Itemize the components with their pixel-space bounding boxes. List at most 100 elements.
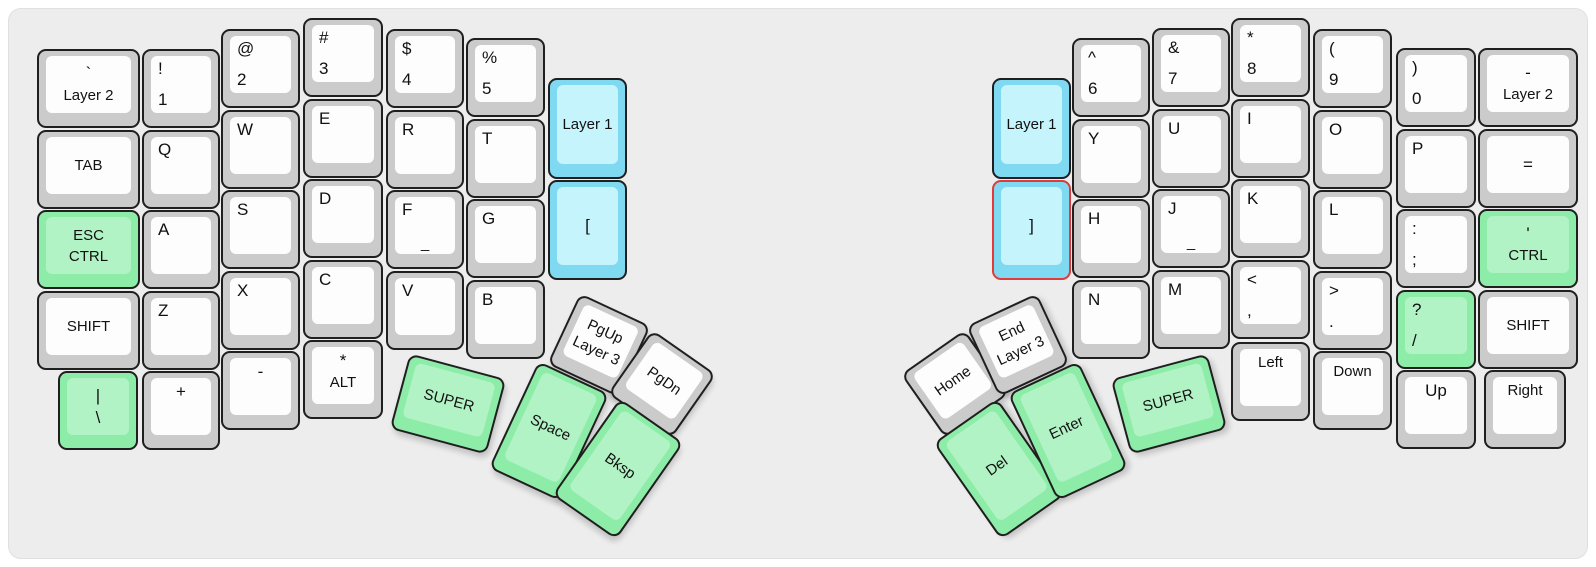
key-label: Bksp — [601, 449, 639, 483]
key-n[interactable]: N — [1072, 280, 1150, 359]
key-d[interactable]: D — [303, 179, 383, 258]
key-label: I — [1247, 109, 1252, 128]
key-1[interactable]: !1 — [142, 49, 220, 128]
key-r[interactable]: R — [386, 110, 464, 189]
keycap-top: J_ — [1161, 196, 1221, 253]
key-b[interactable]: B — [466, 280, 545, 359]
homing-bar: _ — [1186, 234, 1196, 251]
key-layer1-right[interactable]: Layer 1 — [992, 78, 1071, 179]
key-y[interactable]: Y — [1072, 119, 1150, 198]
key-h[interactable]: H — [1072, 199, 1150, 278]
key-0[interactable]: )0 — [1396, 48, 1476, 127]
keycap-top: `Layer 2 — [46, 56, 131, 113]
key-equals[interactable]: = — [1478, 129, 1578, 208]
keycap-top: ?/ — [1405, 297, 1467, 354]
key-rbracket[interactable]: ] — [992, 180, 1071, 280]
key-label: # — [319, 28, 329, 47]
key-x[interactable]: X — [221, 271, 300, 350]
key-label: : — [1412, 219, 1417, 238]
keycap-top: Layer 1 — [1001, 85, 1062, 164]
keycap-top: (9 — [1322, 36, 1383, 93]
key-layer2-left[interactable]: `Layer 2 — [37, 49, 140, 128]
key-label: N — [1088, 290, 1101, 309]
keycap-top: 'CTRL — [1487, 216, 1569, 273]
key-comma[interactable]: <, — [1231, 260, 1310, 339]
key-9[interactable]: (9 — [1313, 29, 1392, 108]
key-label: H — [1088, 209, 1101, 228]
key-label: Layer 1 — [1006, 116, 1057, 133]
key-shift-right[interactable]: SHIFT — [1478, 290, 1578, 369]
key-e[interactable]: E — [303, 99, 383, 178]
key-6[interactable]: ^6 — [1072, 38, 1150, 117]
key-label: PgDn — [644, 362, 685, 399]
key-a[interactable]: A — [142, 210, 220, 289]
key-o[interactable]: O — [1313, 110, 1392, 189]
key-arrow-down[interactable]: Down — [1313, 351, 1392, 430]
key-t[interactable]: T — [466, 119, 545, 198]
key-8[interactable]: *8 — [1231, 18, 1310, 97]
key-label: = — [1523, 154, 1533, 174]
key-label: ESC — [73, 226, 104, 244]
key-shift-left[interactable]: SHIFT — [37, 291, 140, 370]
keycap-top: K — [1240, 186, 1301, 243]
key-layer2-right[interactable]: -Layer 2 — [1478, 48, 1578, 127]
key-layer1-left[interactable]: Layer 1 — [548, 78, 627, 179]
key-arrow-right[interactable]: Right — [1484, 370, 1566, 449]
key-lbracket[interactable]: [ — [548, 180, 627, 280]
key-label: SUPER — [1140, 385, 1196, 416]
key-label: - — [257, 362, 264, 381]
keycap-top: ^6 — [1081, 45, 1141, 102]
key-7[interactable]: &7 — [1152, 28, 1230, 107]
key-label: O — [1329, 120, 1343, 139]
key-label: M — [1168, 280, 1183, 299]
key-m[interactable]: M — [1152, 270, 1230, 349]
key-label: ) — [1412, 58, 1418, 77]
key-label: [ — [585, 216, 590, 235]
key-4[interactable]: $4 — [386, 29, 464, 108]
key-w[interactable]: W — [221, 110, 300, 189]
key-semicolon[interactable]: :; — [1396, 209, 1476, 288]
key-quote-ctrl[interactable]: 'CTRL — [1478, 209, 1578, 288]
key-j[interactable]: J_ — [1152, 189, 1230, 268]
key-s[interactable]: S — [221, 190, 300, 269]
key-i[interactable]: I — [1231, 99, 1310, 178]
key-z[interactable]: Z — [142, 291, 220, 370]
key-tab[interactable]: TAB — [37, 130, 140, 209]
key-alt[interactable]: *ALT — [303, 340, 383, 419]
keycap-top: M — [1161, 277, 1221, 334]
keycap-top: #3 — [312, 25, 374, 82]
key-arrow-left[interactable]: Left — [1231, 342, 1310, 421]
key-label: ; — [1412, 250, 1417, 269]
key-f[interactable]: F_ — [386, 190, 464, 269]
keycap-top: Layer 1 — [557, 85, 618, 164]
keycap-top: Up — [1405, 377, 1467, 434]
key-label: Enter — [1046, 412, 1087, 443]
key-minus[interactable]: - — [221, 351, 300, 430]
key-k[interactable]: K — [1231, 179, 1310, 258]
key-2[interactable]: @2 — [221, 29, 300, 108]
key-u[interactable]: U — [1152, 109, 1230, 188]
key-l[interactable]: L — [1313, 190, 1392, 269]
key-plus[interactable]: + — [142, 371, 220, 450]
key-label: \ — [95, 407, 101, 427]
keycap-top: :; — [1405, 216, 1467, 273]
key-5[interactable]: %5 — [466, 38, 545, 117]
key-arrow-up[interactable]: Up — [1396, 370, 1476, 449]
key-3[interactable]: #3 — [303, 18, 383, 97]
key-g[interactable]: G — [466, 199, 545, 278]
key-slash[interactable]: ?/ — [1396, 290, 1476, 369]
key-period[interactable]: >. — [1313, 271, 1392, 350]
key-c[interactable]: C — [303, 260, 383, 339]
key-q[interactable]: Q — [142, 130, 220, 209]
key-label: ! — [158, 59, 163, 78]
key-label: J — [1168, 199, 1177, 218]
key-v[interactable]: V — [386, 271, 464, 350]
key-p[interactable]: P — [1396, 129, 1476, 208]
key-label: Layer 1 — [562, 116, 613, 133]
keycap-top: N — [1081, 287, 1141, 344]
key-pipe-backslash[interactable]: |\ — [58, 371, 138, 450]
keycap-top: X — [230, 278, 291, 335]
keycap-top: )0 — [1405, 55, 1467, 112]
